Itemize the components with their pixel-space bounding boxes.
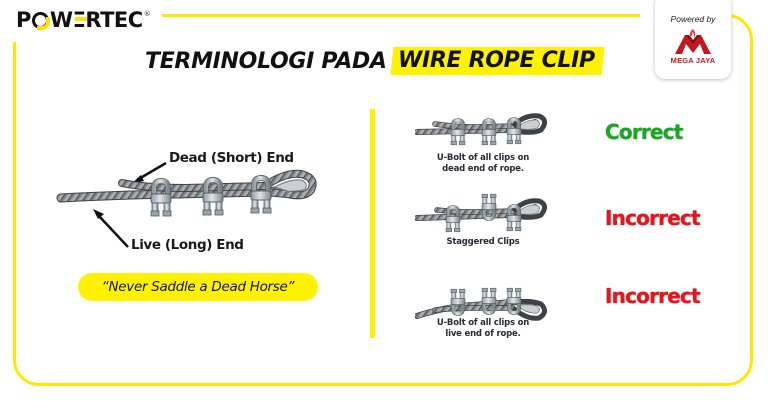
verdict-incorrect: Incorrect bbox=[605, 284, 701, 308]
wire-rope-clip-diagram bbox=[56, 161, 317, 248]
case-caption: U-Bolt of all clips on dead end of rope. bbox=[413, 153, 553, 175]
verdict-correct: Correct bbox=[605, 120, 683, 144]
frame-gap bbox=[0, 0, 162, 43]
caption-line: dead end of rope. bbox=[442, 164, 524, 174]
logo-o-icon bbox=[31, 11, 50, 30]
correct-clip-illustration bbox=[415, 113, 547, 153]
case-staggered: Staggered Clips Incorrect bbox=[405, 188, 735, 268]
powertec-logo: P W Ξ RTEC ® bbox=[16, 8, 151, 32]
staggered-clip-illustration bbox=[415, 193, 547, 238]
powered-by-label: Powered by bbox=[670, 14, 716, 24]
verdict-incorrect: Incorrect bbox=[605, 206, 701, 230]
partner-name: MEGA JAYA bbox=[670, 56, 716, 65]
partner-badge: Powered by MEGA JAYA bbox=[655, 0, 731, 79]
motto-pill: “Never Saddle a Dead Horse” bbox=[78, 273, 318, 301]
case-caption: U-Bolt of all clips on live end of rope. bbox=[413, 318, 553, 340]
title-highlight-text: WIRE ROPE CLIP bbox=[397, 48, 595, 73]
caption-line: Staggered Clips bbox=[446, 237, 520, 247]
frame-top-line bbox=[163, 14, 640, 17]
live-end-label: Live (Long) End bbox=[131, 237, 244, 253]
live-end-clip-illustration bbox=[415, 280, 547, 321]
mega-jaya-logo-icon bbox=[675, 29, 711, 54]
caption-line: U-Bolt of all clips on bbox=[436, 153, 530, 163]
section-divider bbox=[370, 109, 375, 338]
title-highlight: WIRE ROPE CLIP bbox=[390, 47, 604, 75]
title-plain: TERMINOLOGI PADA bbox=[145, 48, 387, 74]
logo-letters: RTEC bbox=[85, 8, 143, 32]
frame-left-line bbox=[13, 42, 16, 82]
case-live-end: U-Bolt of all clips on live end of rope.… bbox=[405, 272, 735, 352]
logo-letter: P bbox=[16, 8, 31, 32]
logo-letter: W bbox=[49, 8, 73, 32]
page-title: TERMINOLOGI PADA WIRE ROPE CLIP bbox=[145, 46, 604, 76]
caption-line: live end of rope. bbox=[445, 329, 521, 339]
motto-text: “Never Saddle a Dead Horse” bbox=[101, 279, 295, 295]
case-caption: Staggered Clips bbox=[413, 237, 553, 248]
caption-line: U-Bolt of all clips on bbox=[436, 318, 530, 328]
case-correct: U-Bolt of all clips on dead end of rope.… bbox=[405, 108, 735, 188]
dead-end-label: Dead (Short) End bbox=[169, 150, 294, 166]
live-end-arrow-icon bbox=[93, 209, 129, 248]
logo-e-icon: Ξ bbox=[72, 8, 87, 32]
registered-mark: ® bbox=[143, 10, 151, 18]
